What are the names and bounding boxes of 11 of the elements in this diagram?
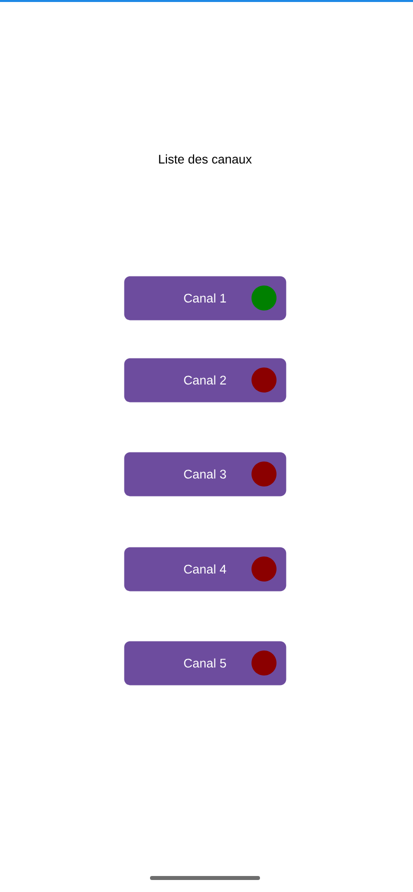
status-dot bbox=[252, 368, 276, 392]
channel-button: Canal 2 bbox=[124, 358, 286, 402]
channel-button: Canal 1 bbox=[124, 276, 286, 320]
page-title: Liste des canaux bbox=[159, 154, 252, 164]
status-dot bbox=[252, 650, 276, 676]
channel-button: Canal 3 bbox=[124, 452, 286, 496]
channel-button: Canal 5 bbox=[124, 641, 286, 686]
status-dot bbox=[252, 462, 276, 486]
status-dot bbox=[252, 556, 276, 582]
status-dot bbox=[252, 286, 276, 310]
channel-button: Canal 4 bbox=[124, 547, 286, 592]
